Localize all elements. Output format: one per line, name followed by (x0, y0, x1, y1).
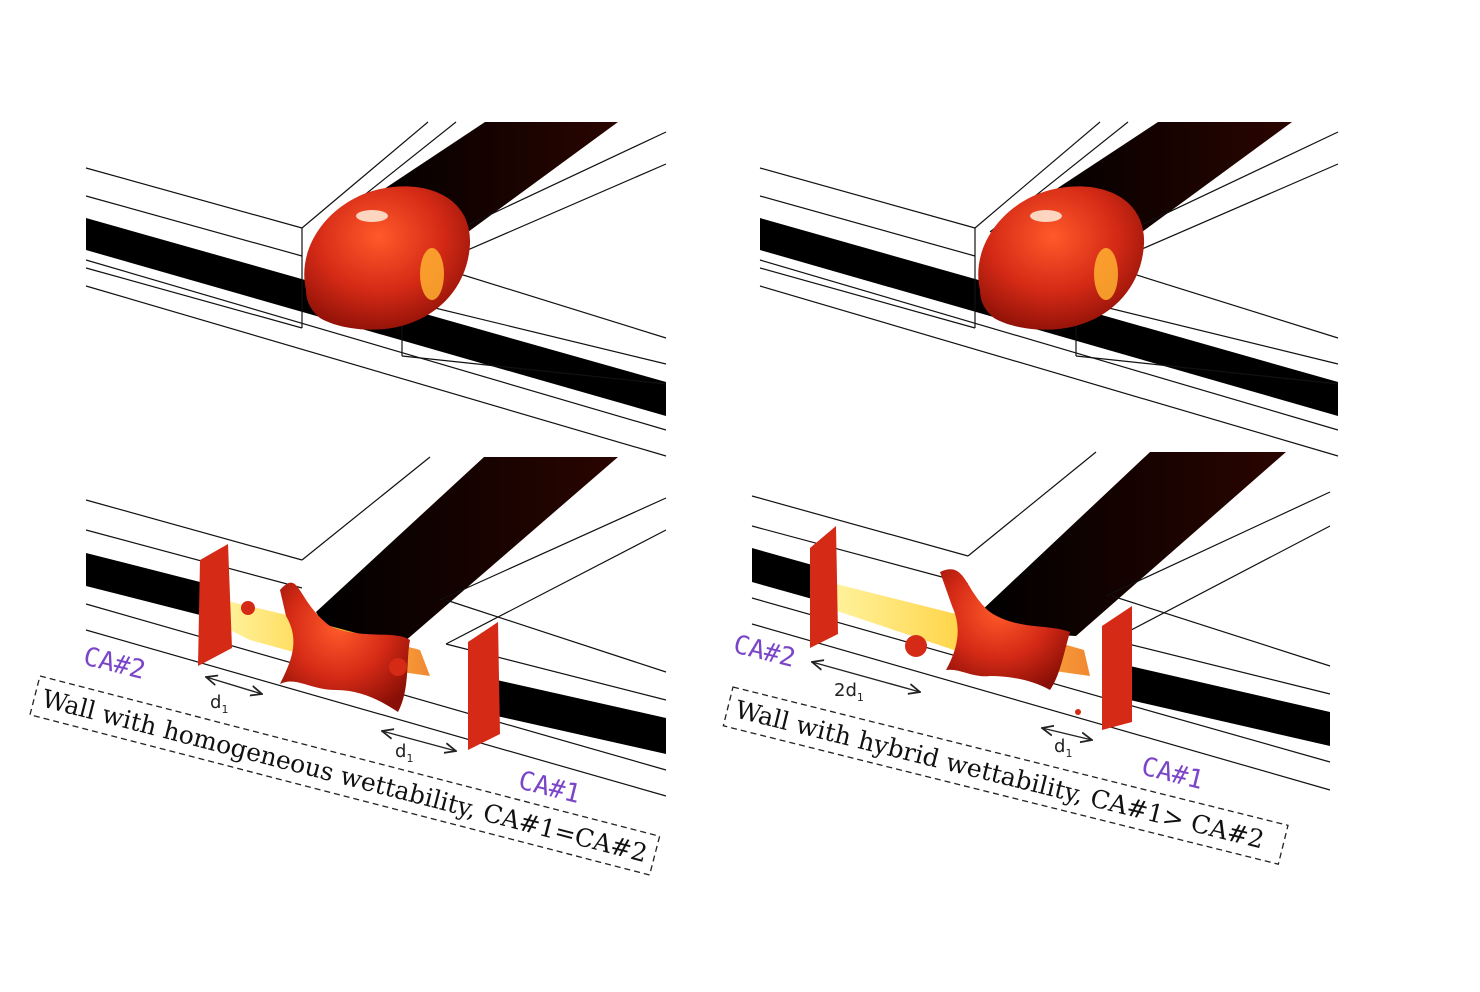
spacing-arrow-left (812, 662, 920, 692)
satellite-droplet (905, 635, 927, 657)
droplet-highlight (1030, 210, 1062, 222)
channel-horizontal-right (1130, 666, 1330, 746)
droplet-neck (280, 582, 410, 712)
droplet-highlight (356, 210, 388, 222)
meniscus-right (468, 622, 500, 750)
droplet (304, 186, 471, 330)
ca1-label: CA#1 (515, 766, 583, 810)
satellite-droplet (1075, 709, 1081, 715)
spacing-label-right: d1 (395, 741, 413, 765)
panel-bottom-left: CA#2 CA#1 d1 d1 Wall with homogeneous we… (29, 456, 667, 876)
spacing-arrow-right (382, 731, 456, 751)
ca2-label: CA#2 (730, 630, 798, 674)
spacing-label-right: d1 (1054, 736, 1072, 760)
meniscus-left (810, 526, 838, 648)
channel-horizontal-right (470, 674, 666, 754)
satellite-droplet (241, 601, 255, 615)
ca2-label: CA#2 (80, 642, 148, 686)
meniscus-right (1102, 606, 1132, 730)
meniscus-left (198, 544, 232, 666)
panel-top-left (85, 121, 667, 457)
wall-edges (751, 451, 1331, 791)
spacing-arrow-left (206, 677, 262, 694)
panel-bottom-right: CA#2 CA#1 2d1 d1 Wall with hybrid wettab… (722, 451, 1331, 865)
ca1-label: CA#1 (1138, 752, 1206, 796)
satellite-droplet (389, 658, 407, 676)
channel-horizontal-left (752, 548, 816, 600)
panel-top-right (759, 121, 1339, 457)
spacing-label-left: d1 (210, 692, 228, 716)
droplet-inner-glow (420, 248, 444, 300)
droplet (978, 186, 1145, 330)
droplet-inner-glow (1094, 248, 1118, 300)
channel-vertical (980, 452, 1286, 636)
wall-edges (85, 456, 667, 797)
channel-horizontal-left (86, 553, 200, 615)
spacing-label-left: 2d1 (834, 680, 864, 704)
channel-vertical (316, 457, 618, 642)
spacing-arrow-right (1042, 728, 1092, 740)
droplet-neck (940, 569, 1070, 690)
